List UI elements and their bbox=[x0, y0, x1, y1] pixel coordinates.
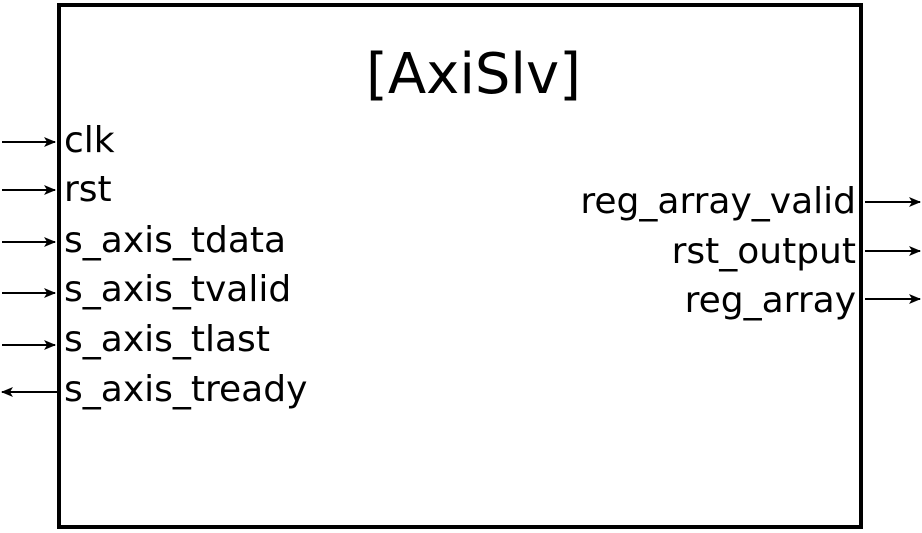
port-label-s-axis-tdata: s_axis_tdata bbox=[64, 220, 287, 261]
port-label-s-axis-tready: s_axis_tready bbox=[64, 369, 308, 410]
module-title: [AxiSlv] bbox=[366, 42, 581, 107]
port-label-s-axis-tvalid: s_axis_tvalid bbox=[64, 269, 292, 310]
port-label-clk: clk bbox=[64, 120, 115, 161]
module-block bbox=[57, 3, 863, 529]
port-label-reg-array-valid: reg_array_valid bbox=[580, 181, 856, 222]
port-label-reg-array: reg_array bbox=[684, 280, 856, 321]
port-label-rst: rst bbox=[64, 169, 112, 210]
port-label-rst-output: rst_output bbox=[671, 231, 856, 272]
port-label-s-axis-tlast: s_axis_tlast bbox=[64, 319, 270, 360]
